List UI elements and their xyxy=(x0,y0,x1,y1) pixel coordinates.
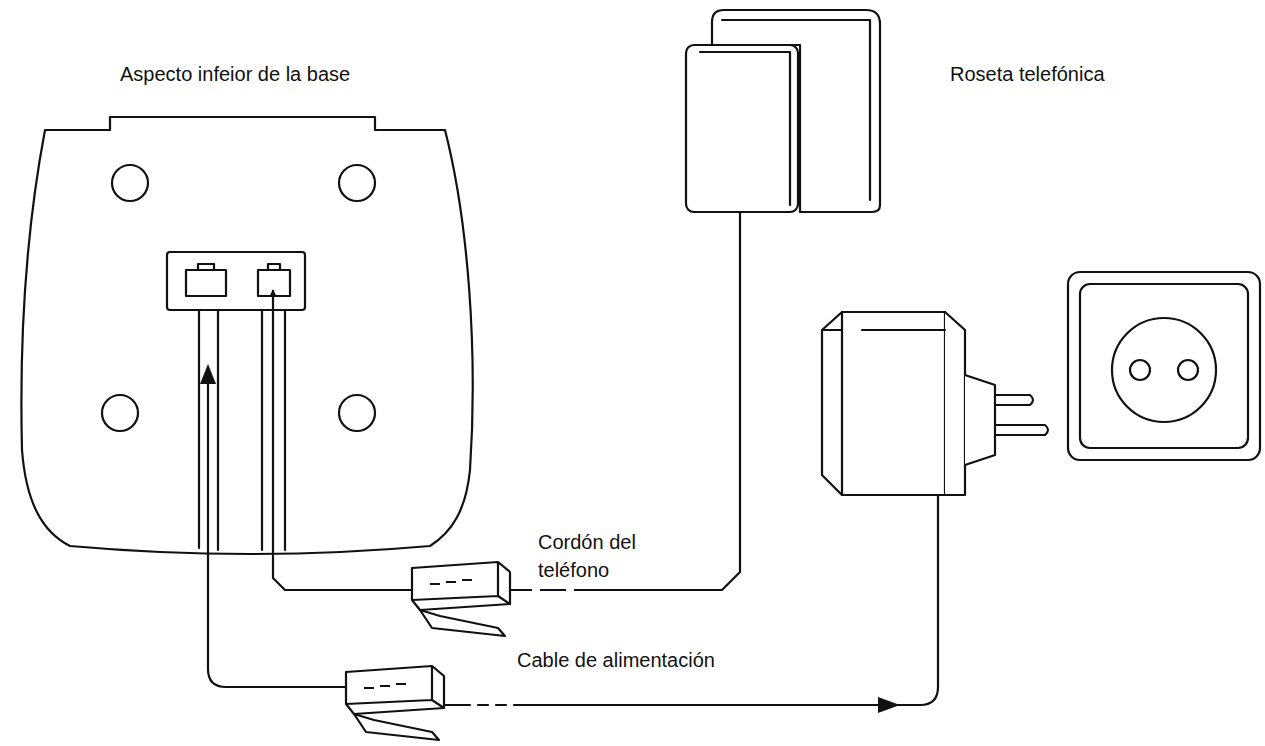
phone-socket: Roseta telefónica xyxy=(680,5,1140,210)
power-plug xyxy=(346,666,444,714)
base-underside: Aspecto infeior de la base xyxy=(10,55,490,560)
power-cable-dash xyxy=(478,704,506,706)
rubber-foot xyxy=(102,395,138,431)
base-underside-outline xyxy=(10,55,490,560)
adapter-prongs xyxy=(995,395,1048,435)
power-arrow xyxy=(208,382,345,687)
jack-panel xyxy=(167,252,305,310)
node-label: Roseta telefónica xyxy=(950,61,1105,87)
power-plug-edge xyxy=(346,666,444,708)
socket-hole xyxy=(1130,360,1150,380)
power-adapter-side xyxy=(862,312,965,495)
rubber-foot xyxy=(339,165,375,201)
plug-latch xyxy=(354,714,439,740)
power-cable xyxy=(514,495,938,705)
phone-socket-outline xyxy=(680,5,1140,210)
cable-channel xyxy=(199,310,285,550)
line-jack xyxy=(258,264,290,296)
arrow-head xyxy=(200,364,216,384)
node-label: Aspecto infeior de la base xyxy=(120,61,350,87)
part-label: Cable de alimentación xyxy=(515,646,717,674)
rubber-foot xyxy=(112,165,148,201)
plug-latch xyxy=(420,610,505,636)
plug-contacts xyxy=(430,580,472,584)
wall-socket-inner xyxy=(1080,284,1248,448)
phone-plug-edge xyxy=(412,562,510,604)
adapter-plug-block xyxy=(965,375,995,465)
wall-socket xyxy=(1068,272,1260,460)
socket-face xyxy=(1112,318,1216,422)
dash-gap xyxy=(532,588,574,593)
arrow-head xyxy=(878,697,900,713)
socket-hole xyxy=(1178,360,1198,380)
plug-contacts xyxy=(364,684,406,688)
phone-plug xyxy=(412,562,510,610)
cord-label: Cordón del teléfono xyxy=(536,528,662,584)
power-jack xyxy=(186,264,226,296)
power-adapter xyxy=(822,312,945,495)
socket-front xyxy=(686,45,798,212)
rubber-foot xyxy=(339,395,375,431)
phone-cord xyxy=(273,210,740,590)
socket-front-edge xyxy=(700,52,790,205)
base-outline xyxy=(21,117,472,554)
power-adapter-edge xyxy=(822,312,842,495)
